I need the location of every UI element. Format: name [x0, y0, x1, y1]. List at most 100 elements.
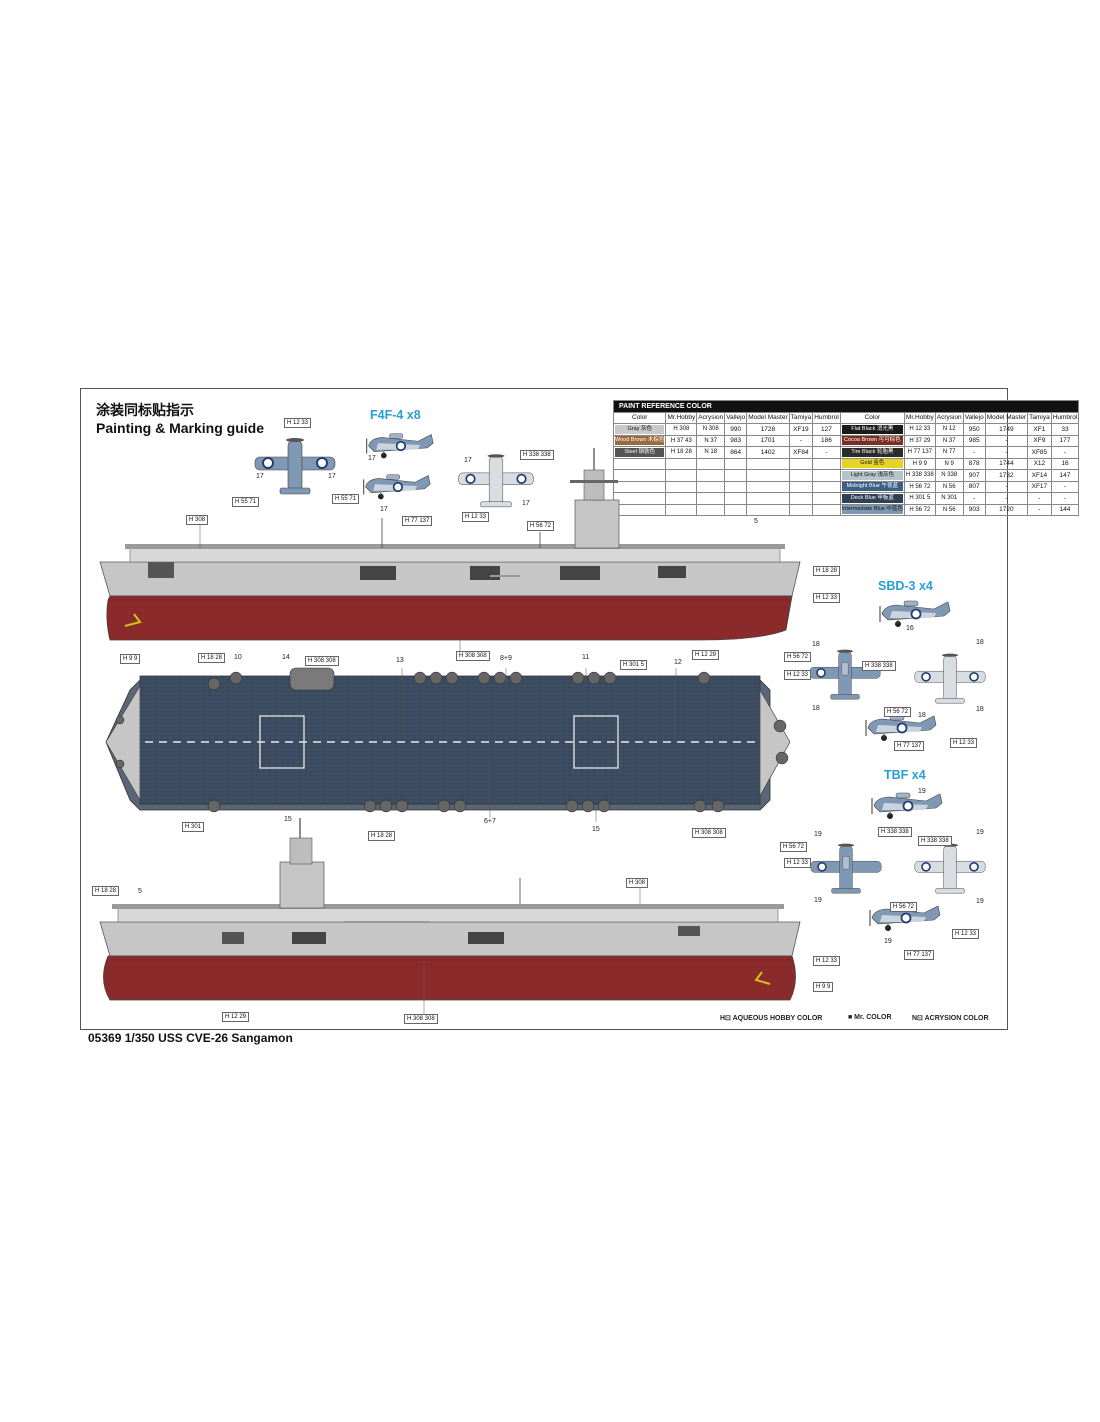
- ship-profile-port: [99, 818, 801, 1001]
- paint-callout-tag: H 55 71: [232, 497, 260, 507]
- leader-lines: [199, 520, 677, 1018]
- part-number-label: 13: [396, 657, 404, 664]
- section-f4f-label: F4F-4 x8: [370, 408, 421, 422]
- color-name-en: Deck Blue: [850, 494, 876, 501]
- paint-color-name: Light Gray 浅灰色: [841, 470, 903, 480]
- paint-callout-tag: H 56 72: [527, 521, 555, 531]
- part-number-label: 15: [284, 816, 292, 823]
- paint-color-name: Tire Black 轮胎黑: [841, 447, 903, 457]
- part-number-label: 19: [884, 938, 892, 945]
- paint-callout-tag: H 12 33: [284, 418, 312, 428]
- part-number-label: 19: [918, 788, 926, 795]
- paint-callout-tag: H 308: [626, 878, 649, 888]
- paint-callout-tag: H 308 308: [456, 651, 490, 661]
- part-number-label: 18: [812, 705, 820, 712]
- color-name-cn: 灰色: [640, 425, 652, 432]
- paint-callout-tag: H 12 33: [813, 593, 841, 603]
- color-name-en: Flat Black: [851, 425, 876, 432]
- part-number-label: 17: [522, 500, 530, 507]
- paint-callout-tag: H 308 308: [692, 828, 726, 838]
- color-name-cn: 中蓝色: [886, 506, 903, 513]
- part-number-label: 17: [464, 457, 472, 464]
- paint-reference-table: PAINT REFERENCE COLOR Color Mr.Hobby Acr…: [612, 400, 1080, 516]
- paint-color-name: Wood Brown 木棕色: [615, 436, 665, 446]
- part-number-label: 18: [976, 639, 984, 646]
- part-number-label: 19: [814, 897, 822, 904]
- part-number-label: 12: [674, 659, 682, 666]
- paint-callout-tag: H 12 33: [462, 512, 490, 522]
- paint-callout-tag: H 308: [186, 515, 209, 525]
- color-name-cn: 轮胎黑: [876, 448, 894, 455]
- paint-callout-tag: H 56 72: [884, 707, 912, 717]
- kit-footer-title: 05369 1/350 USS CVE-26 Sangamon: [88, 1031, 293, 1045]
- title-chinese: 涂装同标贴指示: [96, 403, 194, 419]
- part-number-label: 18: [812, 641, 820, 648]
- color-name-cn: 钢铁色: [638, 448, 656, 455]
- color-name-cn: 可可棕色: [878, 437, 901, 444]
- color-name-en: Midnight Blue: [846, 483, 880, 490]
- paint-callout-tag: H 12 33: [784, 858, 812, 868]
- ship-profile-starboard: [99, 448, 801, 641]
- part-number-label: 17: [328, 473, 336, 480]
- part-number-label: 17: [380, 506, 388, 513]
- paint-callout-tag: H 18 28: [813, 566, 841, 576]
- paint-callout-tag: H 338 338: [520, 450, 554, 460]
- part-number-label: 10: [234, 654, 242, 661]
- color-name-en: Tire Black: [851, 448, 876, 455]
- section-tbf-label: TBF x4: [884, 768, 926, 782]
- paint-color-name: Steel 钢铁色: [615, 447, 665, 457]
- legend-aqueous: H⊡ AQUEOUS HOBBY COLOR: [720, 1015, 823, 1022]
- color-name-en: Light Gray: [850, 471, 876, 478]
- paint-callout-tag: H 56 72: [890, 902, 918, 912]
- paint-callout-tag: H 18 28: [92, 886, 120, 896]
- paint-callout-tag: H 55 71: [332, 494, 360, 504]
- part-number-label: 17: [368, 455, 376, 462]
- model-master-code: 1749: [984, 423, 1029, 436]
- paint-callout-tag: H 9 9: [120, 654, 141, 664]
- sbd-aircraft-group: [808, 600, 987, 742]
- paint-callout-tag: H 338 338: [862, 661, 896, 671]
- paint-callout-tag: H 77 137: [904, 950, 935, 960]
- color-name-en: Cocoa Brown: [844, 437, 878, 444]
- section-sbd-label: SBD-3 x4: [878, 579, 933, 593]
- paint-callout-tag: H 301 5: [620, 660, 648, 670]
- color-name-cn: 甲板蓝: [877, 494, 894, 501]
- paint-color-swatch: Flat Black 消光黑: [839, 423, 905, 436]
- color-name-en: Gold: [860, 460, 872, 467]
- paint-callout-tag: H 18 28: [368, 831, 396, 841]
- paint-callout-tag: H 12 33: [952, 929, 980, 939]
- paint-callout-tag: H 308 308: [305, 656, 339, 666]
- paint-callout-tag: H 77 137: [402, 516, 433, 526]
- color-name-cn: 午夜蓝: [881, 483, 899, 490]
- part-number-label: 19: [976, 829, 984, 836]
- color-name-cn: 金色: [873, 460, 885, 467]
- paint-callout-tag: H 77 137: [894, 741, 925, 751]
- part-number-label: 18: [918, 712, 926, 719]
- paint-callout-tag: H 338 338: [878, 827, 912, 837]
- paint-callout-tag: H 18 28: [198, 653, 226, 663]
- paint-callout-tag: H 12 29: [692, 650, 720, 660]
- paint-callout-tag: H 56 72: [784, 652, 812, 662]
- color-name-cn: 浅灰色: [877, 471, 895, 478]
- part-number-label: 17: [256, 473, 264, 480]
- paint-color-name: Midnight Blue 午夜蓝: [841, 482, 903, 492]
- part-number-label: 19: [976, 898, 984, 905]
- part-number-label: 6+7: [484, 818, 496, 825]
- legend-mr-color: ■ Mr. COLOR: [848, 1014, 892, 1021]
- paint-color-swatch: Light Gray 浅灰色: [839, 469, 905, 482]
- paint-color-name: Gold 金色: [841, 459, 903, 469]
- paint-color-name: Intermediate Blue 中蓝色: [841, 505, 903, 515]
- color-name-en: Wood Brown: [615, 437, 647, 444]
- paint-callout-tag: H 12 33: [950, 738, 978, 748]
- part-number-label: 14: [282, 654, 290, 661]
- paint-color-swatch: Deck Blue 甲板蓝: [839, 492, 905, 505]
- hobby-code: H 56 72: [903, 503, 936, 516]
- paint-callout-tag: H 9 9: [813, 982, 834, 992]
- paint-callout-tag: H 56 72: [780, 842, 808, 852]
